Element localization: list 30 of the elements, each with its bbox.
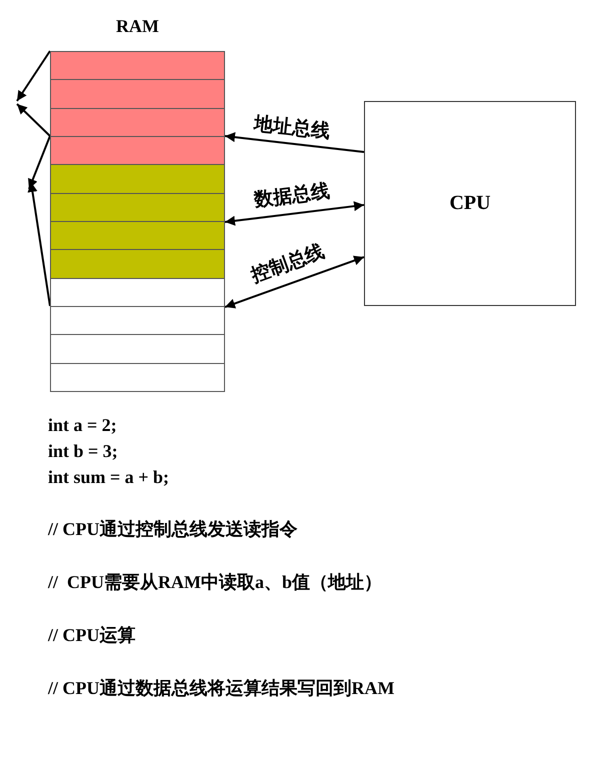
edge-label: 控制总线	[248, 242, 328, 286]
memory-cell	[50, 306, 225, 336]
edge-label: 地址总线	[252, 114, 332, 142]
memory-cell	[50, 249, 225, 279]
memory-cell	[50, 362, 225, 392]
memory-cell	[50, 79, 225, 109]
bus-arrow	[224, 201, 364, 226]
code-comment: // CPU通过数据总线将运算结果写回到RAM	[48, 679, 394, 697]
pointer-arrow	[16, 103, 51, 137]
memory-cell	[50, 334, 225, 364]
memory-cell	[50, 278, 225, 307]
code-comment: // CPU需要从RAM中读取a、b值（地址）	[48, 573, 382, 591]
bus-arrow	[224, 132, 364, 154]
memory-cell	[50, 192, 225, 222]
memory-cell	[50, 108, 225, 137]
memory-title: RAM	[116, 17, 159, 35]
pointer-arrow	[16, 50, 51, 102]
edge-label: 数据总线	[252, 182, 332, 210]
code-comment: // CPU通过控制总线发送读指令	[48, 520, 298, 538]
memory-cell	[50, 220, 225, 250]
pointer-arrow	[28, 136, 51, 190]
code-line: int b = 3;	[48, 442, 118, 460]
cpu-box: CPU	[364, 101, 576, 306]
memory-cell	[50, 51, 225, 80]
memory-cell	[50, 136, 225, 166]
bus-arrow	[224, 256, 364, 308]
code-comment: // CPU运算	[48, 626, 136, 644]
memory-cell	[50, 164, 225, 194]
code-line: int sum = a + b;	[48, 468, 170, 486]
code-line: int a = 2;	[48, 416, 117, 434]
